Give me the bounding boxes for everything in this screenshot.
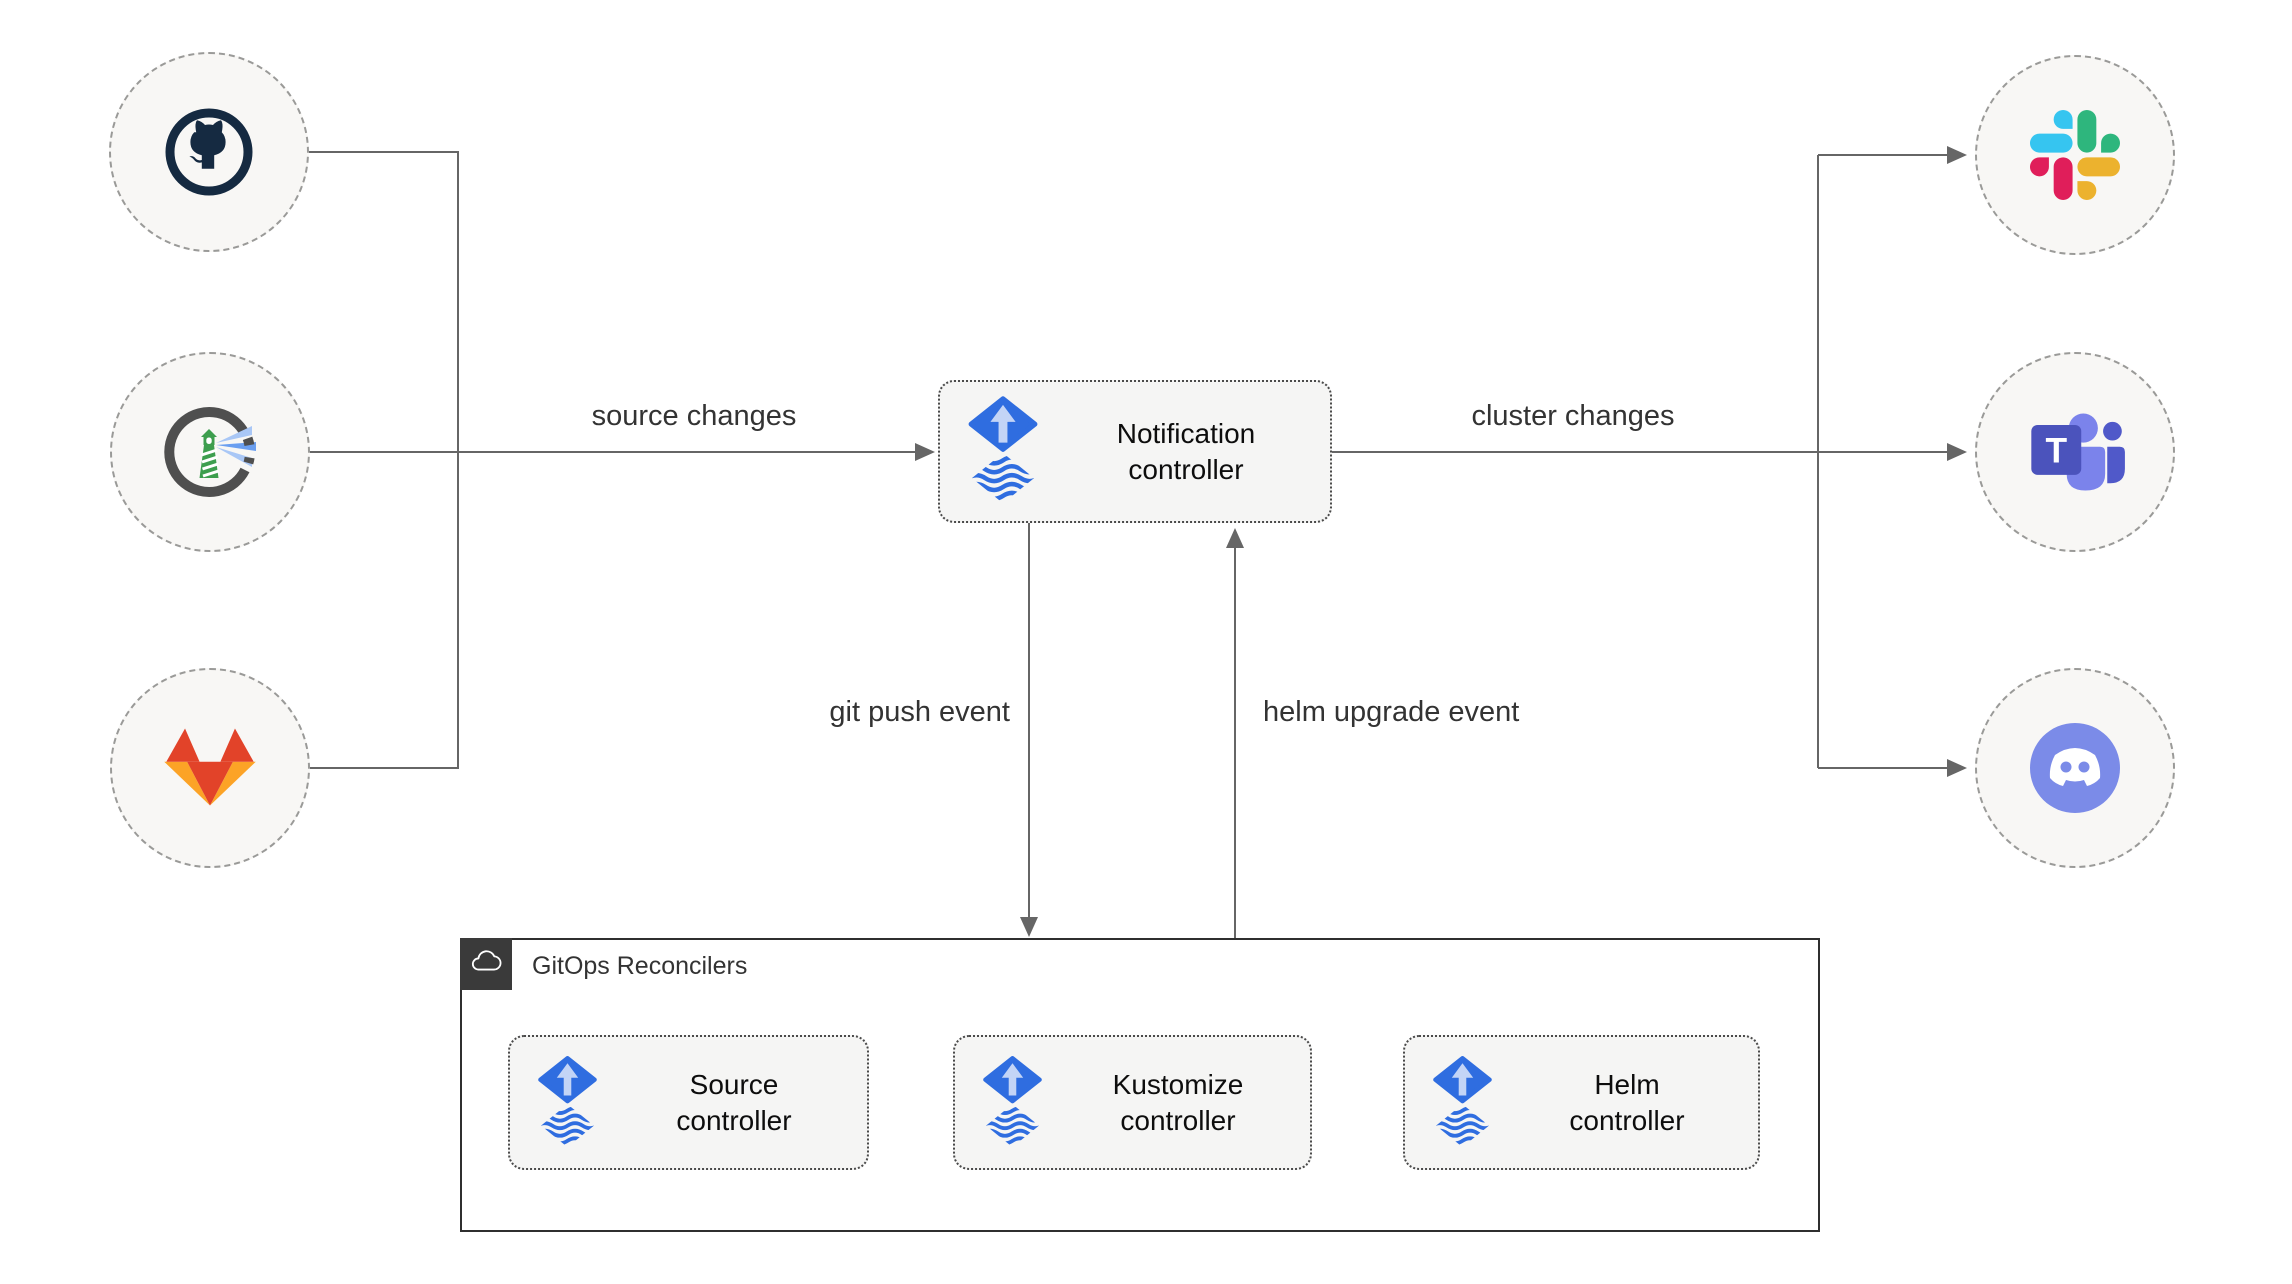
- node-slack: [1975, 55, 2175, 255]
- edge-label-cluster-changes: cluster changes: [1471, 400, 1675, 432]
- edge-label-git-push-event: git push event: [829, 696, 1010, 728]
- edge-label-helm-upgrade-event: helm upgrade event: [1263, 696, 1520, 728]
- edge-label-source-changes: source changes: [591, 400, 797, 432]
- node-label: Source controller: [676, 1068, 792, 1136]
- flux-icon: [536, 1055, 599, 1151]
- flux-icon: [966, 395, 1040, 508]
- slack-icon: [2030, 110, 2120, 200]
- node-github: [109, 52, 309, 252]
- harbor-icon: [164, 407, 256, 497]
- node-source-controller: Source controller: [508, 1035, 869, 1170]
- node-label: Kustomize controller: [1112, 1068, 1244, 1136]
- svg-text:T: T: [2045, 431, 2067, 470]
- github-icon: [165, 108, 253, 196]
- cloud-icon: [472, 950, 502, 971]
- node-gitlab: [110, 668, 310, 868]
- discord-icon: [2030, 723, 2120, 813]
- node-label: Notification controller: [1116, 417, 1256, 485]
- group-title: GitOps Reconcilers: [532, 952, 748, 980]
- node-harbor: [110, 352, 310, 552]
- gitlab-icon: [164, 728, 256, 806]
- flux-icon: [1431, 1055, 1494, 1151]
- node-label: Helm controller: [1569, 1068, 1685, 1136]
- flux-icon: [981, 1055, 1044, 1151]
- node-notification-controller: Notification controller: [938, 380, 1332, 523]
- group-badge: [460, 938, 512, 990]
- node-discord: [1975, 668, 2175, 868]
- node-microsoft-teams: T: [1975, 352, 2175, 552]
- microsoft-teams-icon: T: [2031, 413, 2125, 491]
- node-helm-controller: Helm controller: [1403, 1035, 1760, 1170]
- node-kustomize-controller: Kustomize controller: [953, 1035, 1312, 1170]
